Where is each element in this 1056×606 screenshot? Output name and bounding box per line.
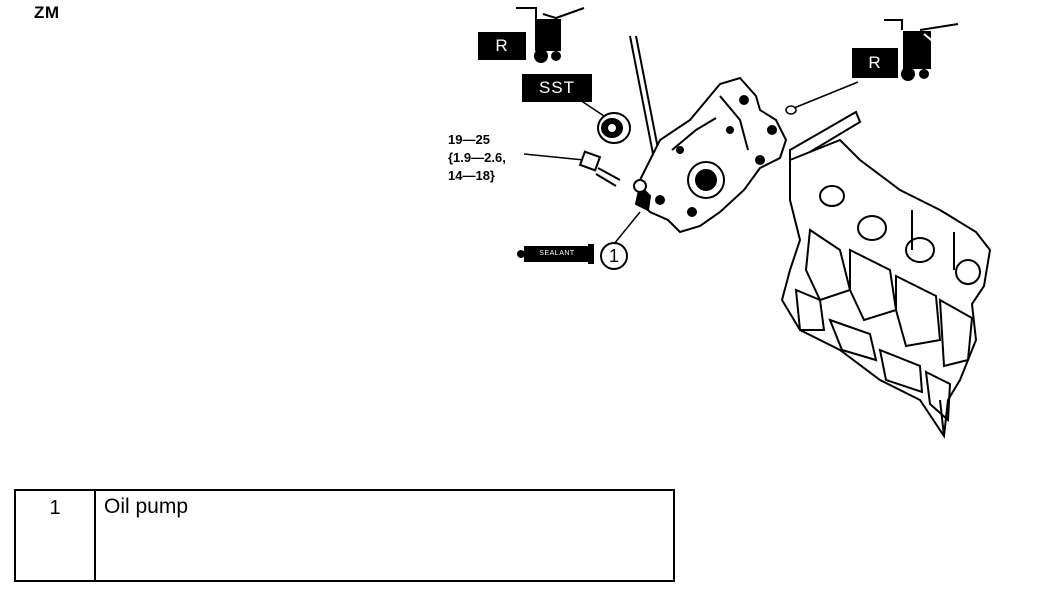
torque-spec: 19—25 {1.9—2.6, 14—18}: [448, 132, 506, 183]
sealant-tube-icon: [517, 244, 594, 264]
part-callout-number: 1: [608, 246, 619, 266]
oil-can-icon: [884, 19, 959, 81]
replace-label: R: [852, 48, 898, 78]
legend-item-description: Oil pump: [104, 495, 189, 518]
oil-pump-illustration: [633, 76, 788, 234]
sst-label: SST: [522, 74, 592, 102]
legend-item-number: 1: [16, 491, 96, 580]
parts-legend-table: 1 Oil pump: [14, 489, 675, 582]
replace-label: R: [478, 32, 526, 60]
engine-block-illustration: [780, 110, 992, 439]
oil-can-icon: [516, 7, 585, 63]
o-ring-illustration: [785, 105, 797, 115]
oil-seal-illustration: [597, 112, 631, 144]
bolt-illustration: [578, 150, 621, 187]
sealant-label: SEALANT: [539, 250, 575, 257]
engine-code: ZM: [34, 3, 60, 22]
